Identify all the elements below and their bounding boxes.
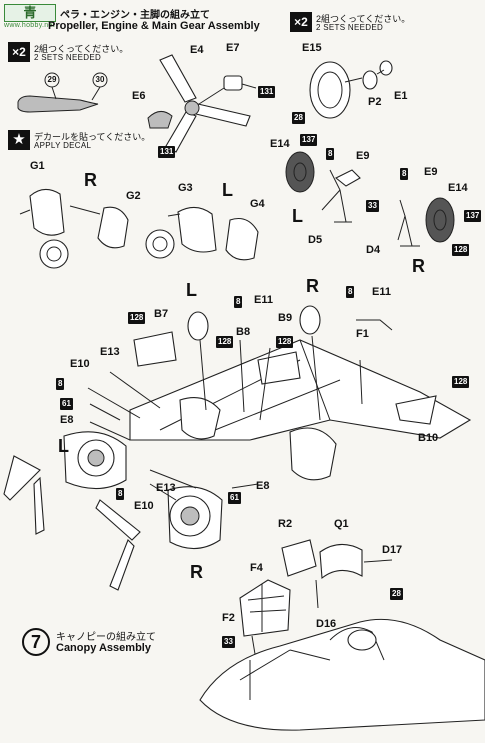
decal-8-e10: 8 <box>56 378 65 390</box>
decal-29: 29 <box>47 75 57 84</box>
side-label-r-nacelle: R <box>84 170 97 190</box>
title-en: Propeller, Engine & Main Gear Assembly <box>48 20 260 32</box>
side-label-l-nacelle: L <box>222 180 233 200</box>
sets-note-jp-top: 2組つくってください。 <box>316 14 411 24</box>
sets-note-jp-left: 2組つくってください。 <box>34 44 129 54</box>
part-d17: D17 <box>382 544 403 556</box>
decal-137-left: 137 <box>300 134 318 146</box>
part-e14-right: E14 <box>448 182 468 194</box>
decal-33-gear: 33 <box>366 200 379 212</box>
part-g3: G3 <box>178 182 193 194</box>
decal-61-bottom: 61 <box>228 492 241 504</box>
part-e10-bottom: E10 <box>134 500 154 512</box>
step-7-title-en: Canopy Assembly <box>56 642 151 654</box>
decal-8-e13: 8 <box>116 488 125 500</box>
part-e10-top: E10 <box>70 358 90 370</box>
part-g4: G4 <box>250 198 265 210</box>
decal-128-b10: 128 <box>452 376 470 388</box>
part-b8: B8 <box>236 326 251 338</box>
decal-131-b: 131 <box>158 146 176 158</box>
part-d5: D5 <box>308 234 323 246</box>
part-b9: B9 <box>278 312 293 324</box>
part-e4: E4 <box>190 44 204 56</box>
watermark-url: www.hobby.net <box>4 22 55 29</box>
decal-128-b7: 128 <box>128 312 146 324</box>
part-b10: B10 <box>418 432 439 444</box>
part-e14-left: E14 <box>270 138 290 150</box>
decal-note-en: APPLY DECAL <box>34 141 92 150</box>
part-q1: Q1 <box>334 518 349 530</box>
step-7-number: 7 <box>22 628 50 656</box>
decal-131-a: 131 <box>258 86 276 98</box>
side-label-l-gear: L <box>292 206 303 226</box>
canopy-assembly <box>199 539 485 731</box>
title-jp: ペラ・エンジン・主脚の組み立て <box>60 10 210 21</box>
part-d16: D16 <box>316 618 337 630</box>
decal-8-gear-a: 8 <box>326 148 335 160</box>
gear-leg-left <box>285 151 361 223</box>
main-wheel-e15 <box>309 60 393 119</box>
decal-8-gear-b: 8 <box>400 168 409 180</box>
decal-128-b8: 128 <box>216 336 234 348</box>
part-e7: E7 <box>226 42 240 54</box>
part-e13-bottom: E13 <box>156 482 176 494</box>
part-f4: F4 <box>250 562 263 574</box>
sets-note-en-left: 2 SETS NEEDED <box>34 53 102 62</box>
side-label-r-main: R <box>306 276 319 296</box>
part-b7: B7 <box>154 308 169 320</box>
x2-badge-top: ×2 <box>290 12 312 32</box>
sets-note-en-top: 2 SETS NEEDED <box>316 23 384 32</box>
spinner-cone <box>147 111 173 129</box>
part-e1: E1 <box>394 90 408 102</box>
spinner-decal-detail <box>17 72 108 113</box>
part-e8-bottom: E8 <box>256 480 270 492</box>
part-e11-left: E11 <box>254 294 273 306</box>
decal-33-canopy: 33 <box>222 636 235 648</box>
part-e11-right: E11 <box>372 286 391 298</box>
decal-30: 30 <box>95 75 105 84</box>
decal-8-b7: 8 <box>234 296 243 308</box>
part-e6: E6 <box>132 90 146 102</box>
part-e9-left: E9 <box>356 150 370 162</box>
part-e15: E15 <box>302 42 322 54</box>
side-label-r-gear: R <box>412 256 425 276</box>
decal-61-top: 61 <box>60 398 73 410</box>
decal-128-gear: 128 <box>452 244 470 256</box>
step-7-title-jp: キャノピーの組み立て <box>56 632 156 643</box>
part-e9-right: E9 <box>424 166 438 178</box>
logo-text: 青 <box>23 5 37 20</box>
decal-note-jp: デカールを貼ってください。 <box>34 132 151 142</box>
decal-28-top: 28 <box>292 112 305 124</box>
decal-28-canopy: 28 <box>390 588 403 600</box>
airframe <box>3 305 472 591</box>
decal-128-b9: 128 <box>276 336 294 348</box>
part-f2: F2 <box>222 612 235 624</box>
part-f1: F1 <box>356 328 369 340</box>
side-label-l-engine: L <box>58 436 69 456</box>
decal-star-icon: ★ <box>8 130 30 150</box>
gear-leg-right <box>397 197 455 247</box>
propeller-drawing <box>159 54 257 153</box>
part-r2: R2 <box>278 518 293 530</box>
decal-137-right: 137 <box>464 210 482 222</box>
nacelle-parts <box>19 188 259 269</box>
side-label-r-engine: R <box>190 562 203 582</box>
part-g1: G1 <box>30 160 45 172</box>
part-e13-top: E13 <box>100 346 120 358</box>
side-label-l-main: L <box>186 280 197 300</box>
hobby-logo: 青 <box>4 4 56 22</box>
decal-8-e11: 8 <box>346 286 355 298</box>
part-e8-top: E8 <box>60 414 74 426</box>
part-d4: D4 <box>366 244 381 256</box>
part-g2: G2 <box>126 190 141 202</box>
part-p2: P2 <box>368 96 382 108</box>
x2-badge-left: ×2 <box>8 42 30 62</box>
